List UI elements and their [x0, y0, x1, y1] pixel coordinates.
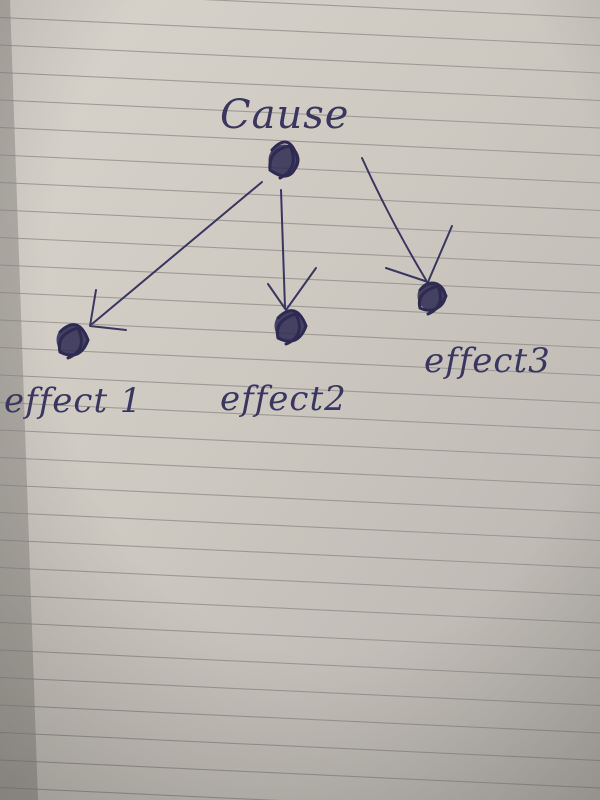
diagram-nodes: [56, 140, 448, 360]
node-effect2-dot: [274, 309, 308, 346]
node-cause-dot: [268, 140, 300, 180]
diagram-edges: [89, 157, 453, 331]
edge-cause-to-effect2: [267, 189, 317, 311]
edge-cause-to-effect3: [361, 157, 453, 283]
arrowhead-icon: [267, 267, 317, 311]
node-effect1-label: effect 1: [4, 381, 143, 421]
node-effect1-dot: [56, 323, 90, 360]
edge-cause-to-effect1: [89, 181, 263, 331]
node-effect2-label: effect2: [220, 379, 347, 419]
node-cause-label: Cause: [220, 92, 349, 138]
node-effect3-label: effect3: [424, 341, 551, 381]
node-effect3-dot: [417, 281, 448, 316]
arrowhead-icon: [385, 225, 453, 283]
arrowhead-icon: [89, 289, 127, 331]
